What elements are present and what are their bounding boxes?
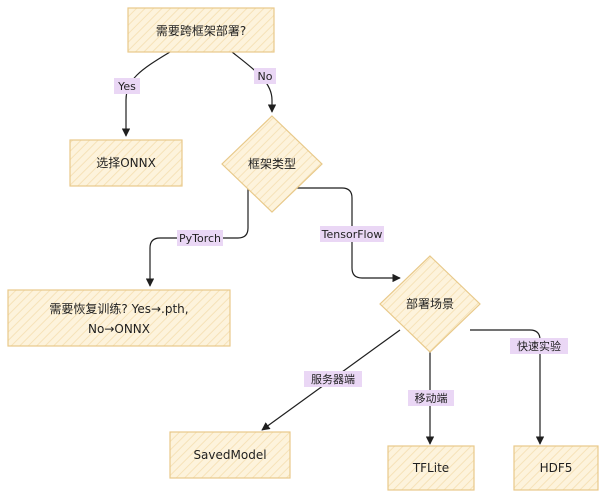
node-tflite: TFLite [387,445,475,491]
edge-label-yes-text: Yes [117,80,136,93]
edge-label-server-text: 服务器端 [311,373,355,386]
edge-label-tensorflow-text: TensorFlow [321,228,383,241]
node-scenario-label: 部署场景 [406,296,454,311]
node-onnx-label: 选择ONNX [96,156,156,170]
node-pytorch-line1: 需要恢复训练? Yes→.pth, [49,301,188,316]
edge-label-mobile-text: 移动端 [415,392,448,405]
edge-label-no-text: No [258,70,273,83]
node-pytorch-line2: No→ONNX [88,322,150,336]
edge-label-yes: Yes [114,78,140,94]
node-framework-type: 框架类型 [221,115,323,213]
edge-label-pytorch-text: PyTorch [179,232,221,245]
node-start: 需要跨框架部署? [127,7,275,53]
node-start-label: 需要跨框架部署? [156,23,246,38]
edge-label-server: 服务器端 [304,371,362,387]
node-scenario: 部署场景 [379,255,481,353]
edge-label-no: No [254,68,276,84]
node-hdf5-label: HDF5 [540,461,573,475]
edge-label-pytorch: PyTorch [177,230,223,246]
node-framework-type-label: 框架类型 [248,157,296,171]
edge-yes [121,51,171,137]
node-savedmodel: SavedModel [169,431,291,479]
node-tflite-label: TFLite [412,461,449,475]
edge-label-quick-text: 快速实验 [517,339,561,353]
node-onnx: 选择ONNX [69,139,183,187]
edge-label-tensorflow: TensorFlow [320,226,384,242]
edge-label-quick: 快速实验 [510,338,568,354]
node-pytorch-decision: 需要恢复训练? Yes→.pth, No→ONNX [7,289,231,347]
edge-label-mobile: 移动端 [408,390,454,406]
node-savedmodel-label: SavedModel [193,448,266,462]
node-hdf5: HDF5 [513,445,599,491]
